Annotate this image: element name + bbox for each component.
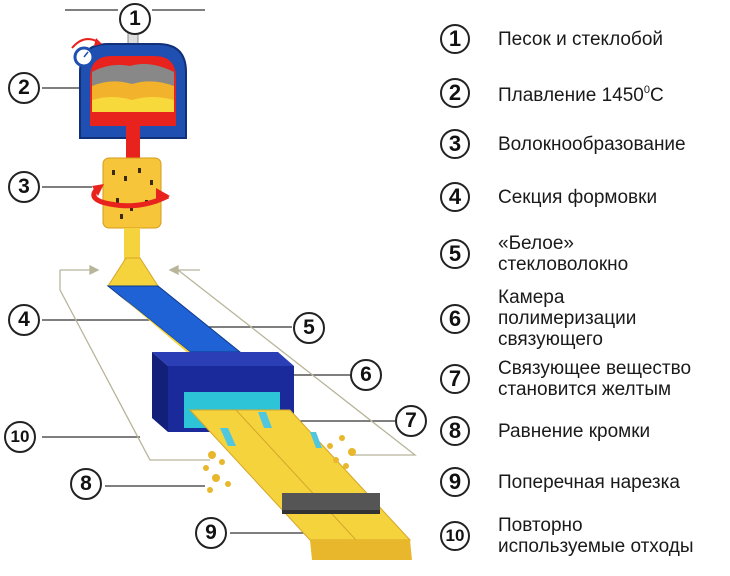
callout-5: 5 bbox=[293, 312, 325, 344]
legend-num: 5 bbox=[440, 239, 470, 269]
legend-num: 3 bbox=[440, 129, 470, 159]
melting-furnace bbox=[79, 43, 187, 162]
legend-item-10: 10 Повторно используемые отходы bbox=[440, 515, 693, 557]
legend-num: 10 bbox=[440, 521, 470, 551]
callout-4: 4 bbox=[8, 304, 40, 336]
recycle-path bbox=[59, 264, 417, 461]
edge-trim-chips bbox=[203, 435, 356, 493]
callout-8: 8 bbox=[70, 468, 102, 500]
legend-item-4: 4 Секция формовки bbox=[440, 182, 657, 212]
legend-text: «Белое» стекловолокно bbox=[498, 233, 629, 275]
legend-item-1: 1 Песок и стеклобой bbox=[440, 24, 663, 54]
legend-num: 4 bbox=[440, 182, 470, 212]
callout-9: 9 bbox=[195, 517, 227, 549]
legend-text: Равнение кромки bbox=[498, 420, 651, 442]
callout-2: 2 bbox=[8, 72, 40, 104]
callout-10: 10 bbox=[4, 421, 36, 453]
legend-num: 7 bbox=[440, 364, 470, 394]
legend-num: 2 bbox=[440, 78, 470, 108]
legend-text: Песок и стеклобой bbox=[498, 28, 663, 50]
degree-sup: 0 bbox=[643, 84, 650, 96]
callout-6: 6 bbox=[350, 359, 382, 391]
callout-3: 3 bbox=[8, 171, 40, 203]
callout-1: 1 bbox=[119, 3, 151, 35]
legend-text: Связующее вещество становится желтым bbox=[498, 358, 692, 400]
legend-text: Повторно используемые отходы bbox=[498, 515, 694, 557]
legend-num: 9 bbox=[440, 467, 470, 497]
cross-cutter bbox=[282, 493, 380, 514]
gauge-icon bbox=[71, 38, 102, 68]
legend-item-5: 5 «Белое» стекловолокно bbox=[440, 233, 628, 275]
celsius-suffix: С bbox=[649, 85, 664, 106]
legend-text: Камера полимеризации связующего bbox=[498, 287, 637, 350]
melting-temp-label: Плавление 1450 bbox=[498, 85, 644, 106]
legend-item-9: 9 Поперечная нарезка bbox=[440, 467, 680, 497]
legend-num: 6 bbox=[440, 303, 470, 334]
legend-text: Плавление 14500С bbox=[498, 80, 664, 106]
legend-text: Волокнообразование bbox=[498, 133, 686, 155]
legend-item-8: 8 Равнение кромки bbox=[440, 416, 650, 446]
legend-item-3: 3 Волокнообразование bbox=[440, 129, 686, 159]
forming-belt bbox=[106, 257, 242, 360]
legend-text: Поперечная нарезка bbox=[498, 471, 680, 493]
callout-7: 7 bbox=[395, 405, 427, 437]
legend-item-7: 7 Связующее вещество становится желтым bbox=[440, 358, 691, 400]
legend-num: 1 bbox=[440, 24, 470, 54]
legend-num: 8 bbox=[440, 416, 470, 446]
legend-item-2: 2 Плавление 14500С bbox=[440, 78, 664, 108]
legend-text: Секция формовки bbox=[498, 186, 658, 208]
legend-item-6: 6 Камера полимеризации связующего bbox=[440, 287, 636, 350]
fiberizing-spinner bbox=[91, 157, 170, 260]
process-illustration bbox=[42, 9, 417, 560]
